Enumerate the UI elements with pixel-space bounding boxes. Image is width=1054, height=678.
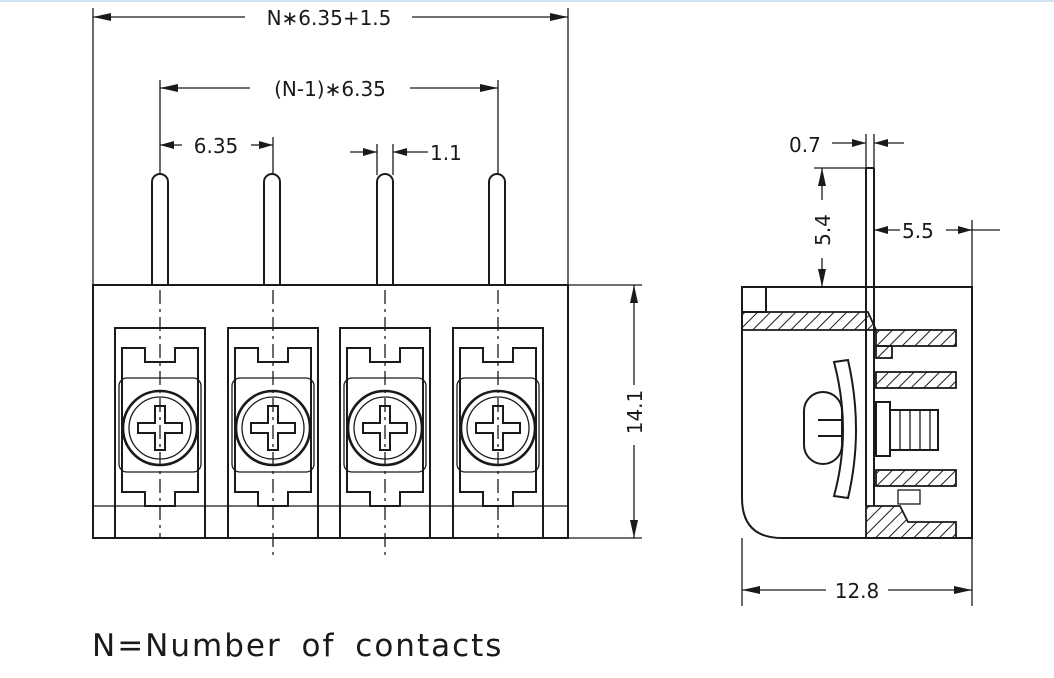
pins bbox=[151, 173, 506, 285]
dim-pin-thickness: 0.7 bbox=[789, 133, 904, 168]
front-view: N∗6.35+1.5 (N-1)∗6.35 6.35 bbox=[92, 6, 647, 555]
pin-4 bbox=[488, 173, 506, 285]
dim-pin-offset-label: 5.5 bbox=[902, 219, 934, 243]
dim-height-label: 14.1 bbox=[623, 390, 647, 435]
dim-pin-thickness-label: 0.7 bbox=[789, 133, 821, 157]
dim-overall-width-label: N∗6.35+1.5 bbox=[267, 6, 392, 30]
contacts-note: N=Number of contacts bbox=[92, 628, 504, 664]
housing-outline bbox=[92, 284, 569, 539]
pin-2 bbox=[263, 173, 281, 285]
dim-pin-length: 5.4 bbox=[811, 167, 866, 287]
contact-cell-4 bbox=[452, 290, 544, 539]
dim-pin-width-label: 1.1 bbox=[430, 141, 462, 165]
pin-1 bbox=[151, 173, 169, 285]
bottom-wall-section bbox=[865, 505, 957, 539]
side-screw bbox=[803, 391, 939, 465]
pin-3 bbox=[376, 173, 394, 285]
dim-height: 14.1 bbox=[568, 284, 647, 539]
dim-pitch-label: 6.35 bbox=[194, 134, 239, 158]
dim-pitch: 6.35 bbox=[160, 134, 274, 175]
contact-cell-1 bbox=[114, 290, 206, 539]
dim-pin-width: 1.1 bbox=[350, 141, 462, 175]
dim-overall-width: N∗6.35+1.5 bbox=[92, 6, 569, 285]
dim-pitch-span-label: (N-1)∗6.35 bbox=[274, 77, 386, 101]
contact-cell-2 bbox=[227, 290, 319, 555]
contact-cell-3 bbox=[339, 290, 431, 555]
dim-pin-length-label: 5.4 bbox=[811, 214, 835, 246]
top-wall-section bbox=[741, 311, 878, 331]
dim-depth-label: 12.8 bbox=[835, 579, 880, 603]
top-border bbox=[0, 0, 1054, 2]
side-view: 0.7 5.4 5.5 12.8 bbox=[741, 133, 1000, 606]
dim-pitch-span: (N-1)∗6.35 bbox=[159, 77, 499, 175]
dim-depth: 12.8 bbox=[741, 538, 973, 606]
dim-pin-offset: 5.5 bbox=[874, 219, 1000, 287]
